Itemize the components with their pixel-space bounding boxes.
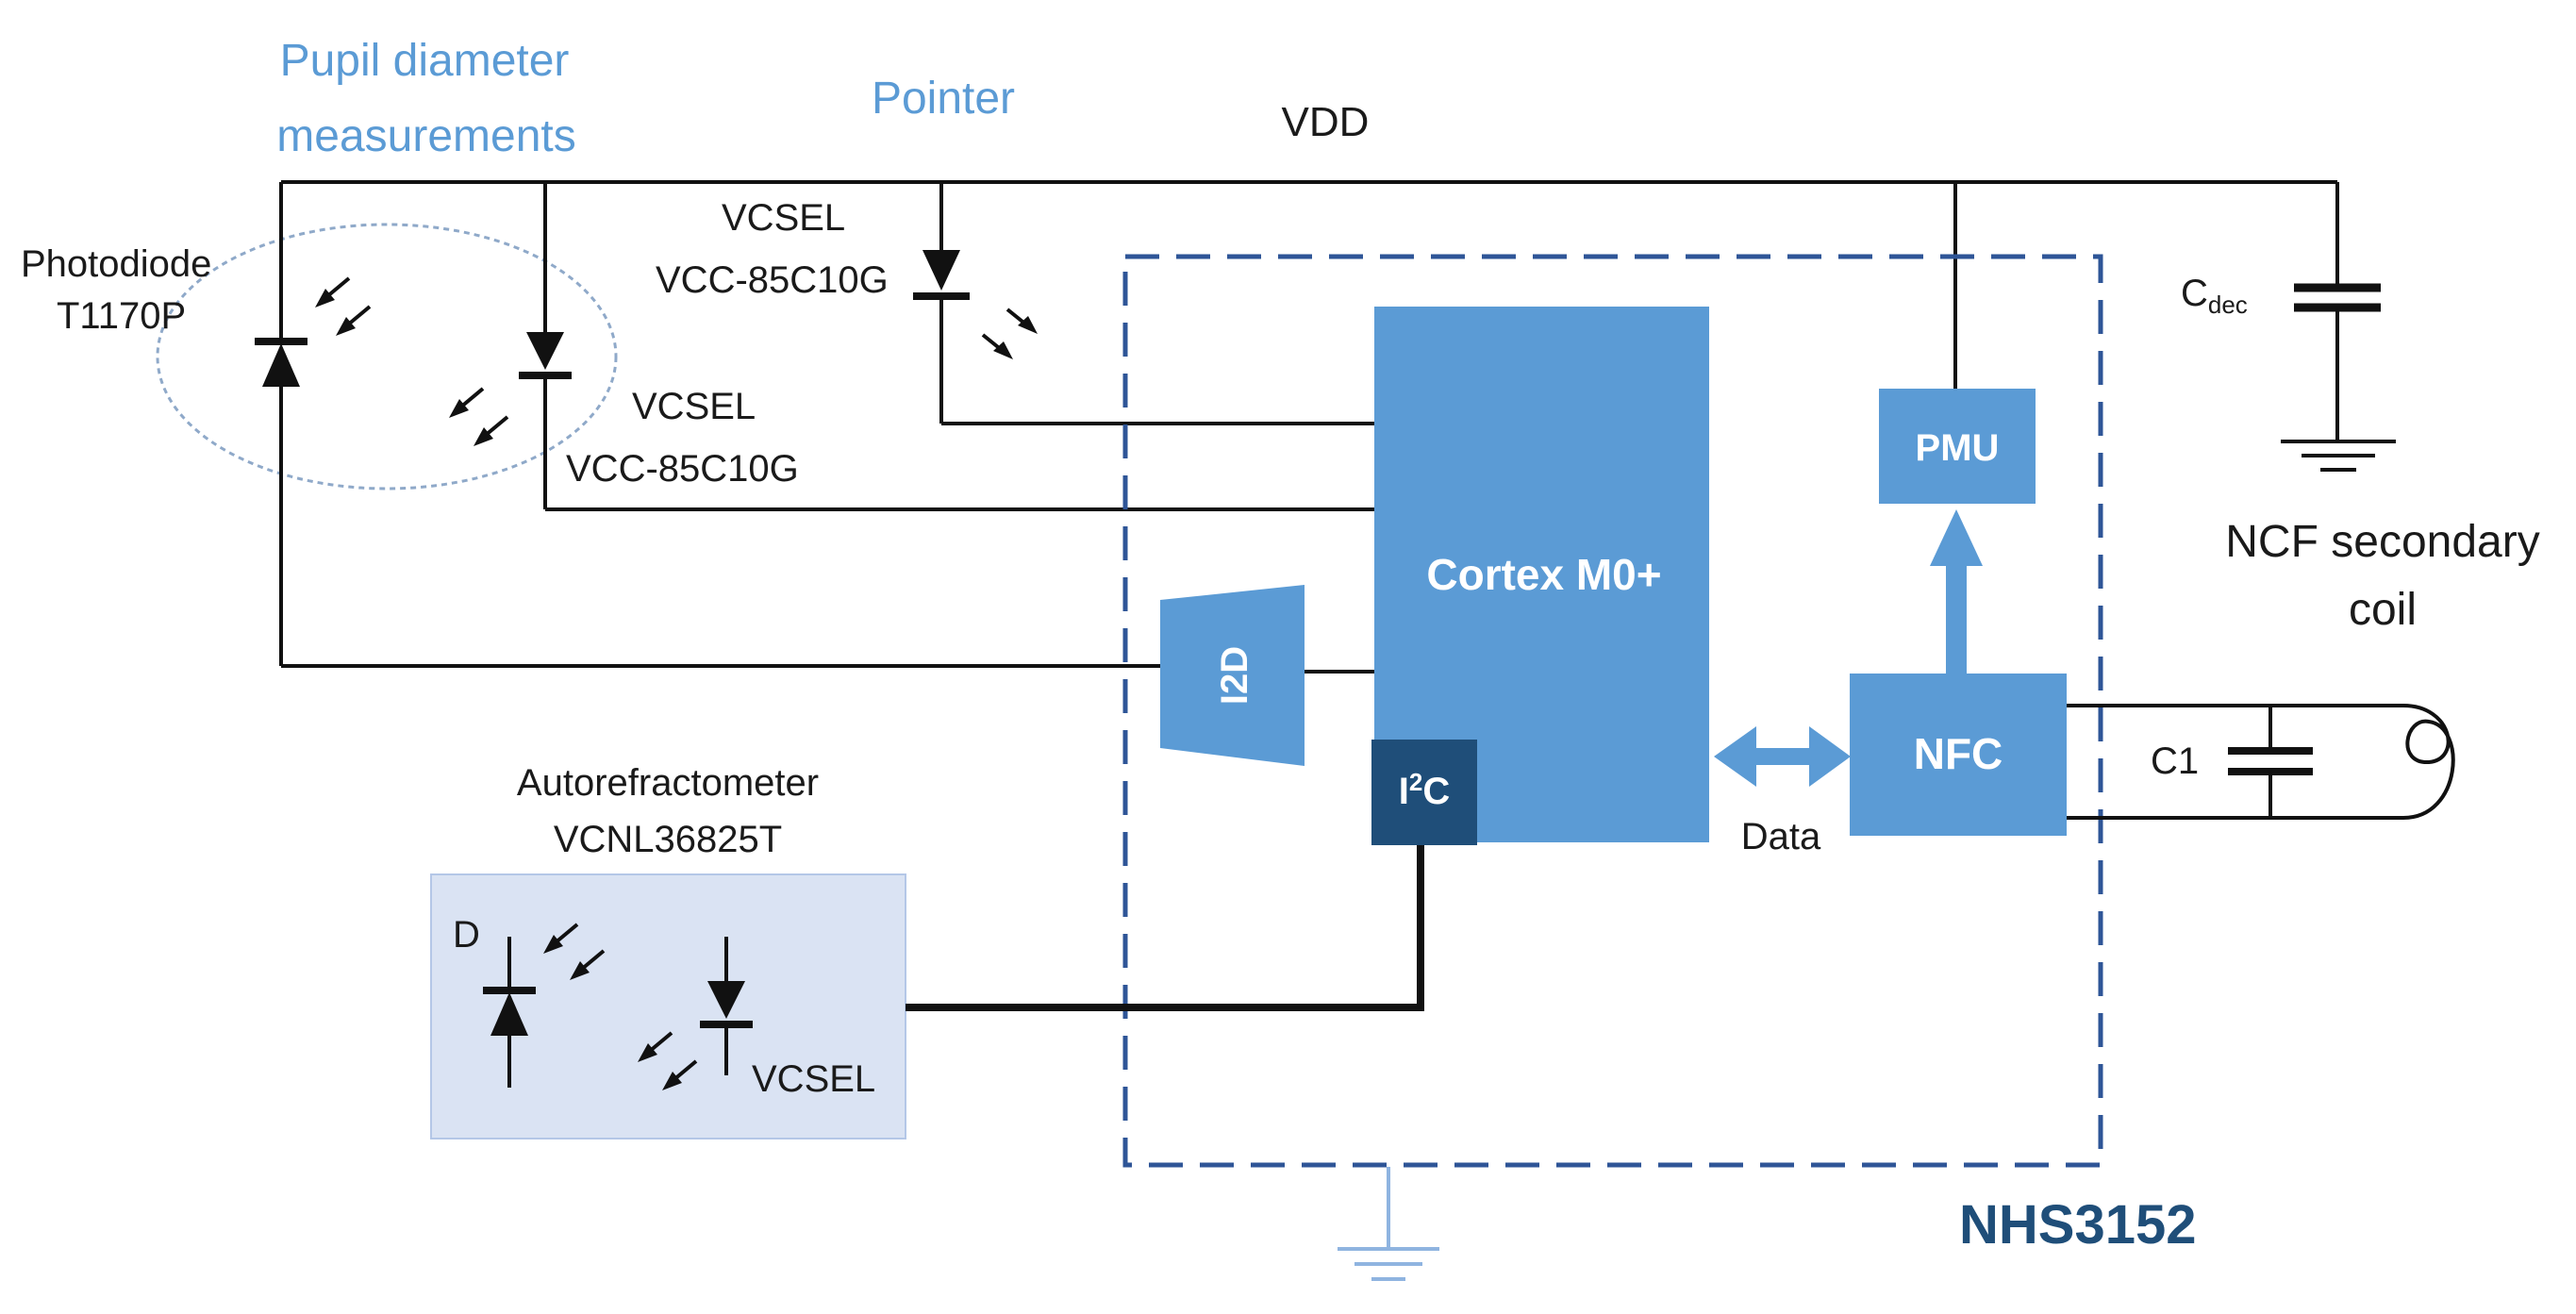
data-label: Data [1741,816,1821,857]
cdec-label: Cdec [2181,273,2248,319]
pupil-diameter-label: Pupil diameter [280,36,570,86]
vcsel-pupil [519,182,1377,511]
c1-label: C1 [2151,740,2199,782]
autorefractometer-part-label: VCNL36825T [554,819,782,860]
i2c-bus-wire [906,845,1424,1011]
i2c-label: I2C [1399,768,1450,812]
nhs3152-boundary [1122,254,2103,1168]
i2d-label: I2D [1214,646,1255,705]
vcsel-pointer-label: VCSEL [722,197,845,239]
pmu-label: PMU [1916,427,2000,469]
autorefractometer-vcsel [700,937,753,1075]
vdd-rail [281,180,2339,389]
nfc-label: NFC [1914,729,2003,778]
photodiode-t1170p [255,182,1160,668]
vcsel-pupil-part-label: VCC-85C10G [566,448,799,490]
vdd-label: VDD [1282,99,1370,145]
nhs-ground-icon [1338,1167,1439,1281]
vcsel-pupil-label: VCSEL [632,386,756,427]
nfc-block [1850,674,2067,836]
vcsel-pointer [913,182,1377,425]
photodiode-light-arrows-icon [315,276,372,336]
photodiode-label: Photodiode [21,243,211,285]
photodiode-part-label: T1170P [57,295,186,337]
c1-capacitor [2228,747,2313,775]
cdec-ground-icon [2281,440,2396,472]
nfc-to-pmu-arrow [1930,509,1983,674]
autorefractometer-label: Autorefractometer [517,762,819,804]
nfc-antenna-wiring [2067,704,2403,820]
pointer-label: Pointer [872,74,1015,124]
nhs3152-label: NHS3152 [1959,1194,2196,1256]
pupil-measurements-label: measurements [276,111,575,161]
ncf-coil-label: NCF secondary [2225,517,2539,567]
autorefractometer-photodiode [483,937,536,1088]
i2d-block [1160,585,1305,766]
autorefractometer-vcsel-arrows-icon [638,1031,698,1090]
i2c-block [1371,740,1477,845]
vcsel-pupil-light-arrows-icon [449,387,509,446]
autorefractometer-photodiode-arrows-icon [543,923,606,980]
pmu-block [1879,389,2036,504]
vcsel-pointer-light-arrows-icon [981,308,1038,359]
data-bus-arrow [1714,726,1851,787]
cdec-capacitor [2294,283,2381,440]
pupil-region-outline [156,223,618,491]
autorefractometer-d-label: D [453,914,480,956]
ncf-coil-icon [2402,704,2455,820]
autorefractometer-vcsel-label: VCSEL [752,1058,875,1100]
ncf-coil-label-2: coil [2349,585,2417,635]
cortex-m0-label: Cortex M0+ [1426,550,1661,599]
vcsel-pointer-part-label: VCC-85C10G [656,259,889,301]
